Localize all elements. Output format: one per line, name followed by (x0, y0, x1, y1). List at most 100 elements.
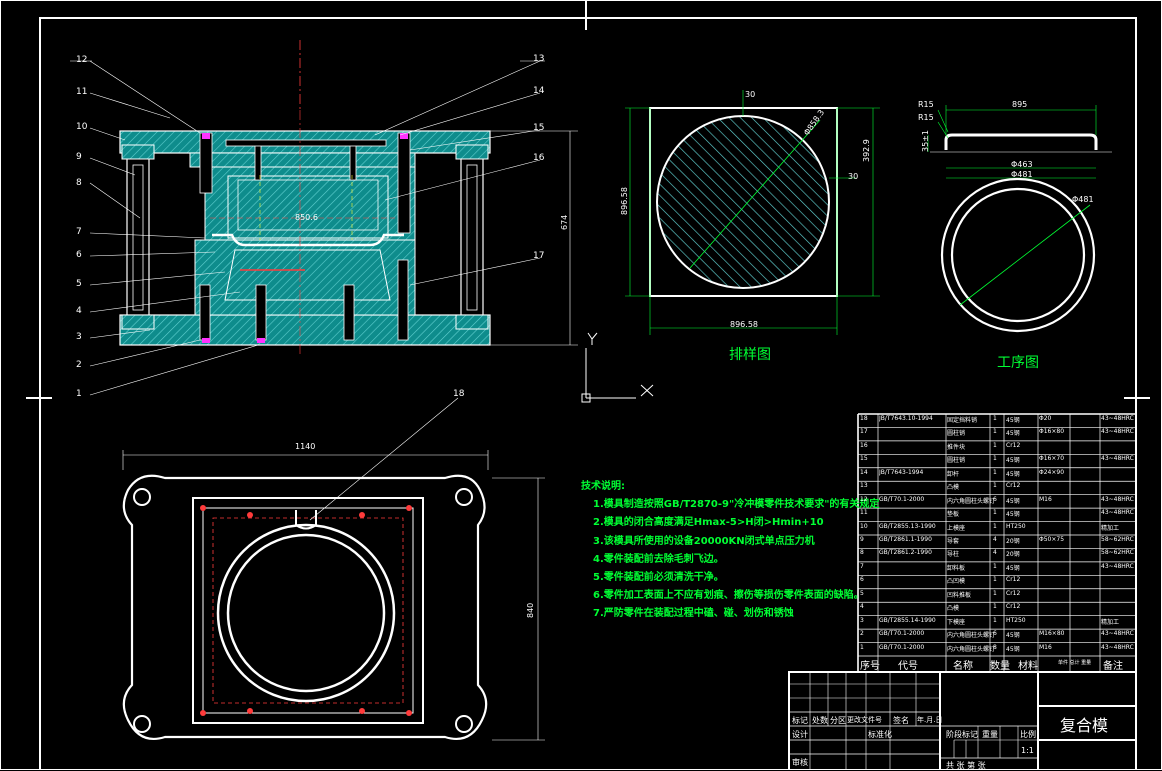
tb-change-doc: 更改文件号 (847, 716, 882, 724)
callout-3: 3 (76, 332, 82, 342)
callout-16: 16 (533, 153, 545, 163)
dim-part-h: 35±1 (921, 130, 930, 152)
bom-cell-seq: 3 (860, 616, 864, 624)
bom-cell-mat: Cr12 (1006, 589, 1021, 597)
bom-cell-remark: 精加工 (1101, 618, 1120, 626)
die-plan-view (122, 397, 545, 741)
bom-cell-code: GB/T70.1-2000 (879, 643, 925, 651)
bom-cell-mat: Cr12 (1006, 576, 1021, 584)
callout-2: 2 (76, 360, 82, 370)
tech-note-item: 2.模具的闭合高度满足Hmax-5>H闭>Hmin+10 (593, 517, 824, 529)
bom-cell-mat: 20钢 (1006, 551, 1020, 559)
tb-scale-value: 1:1 (1021, 746, 1034, 755)
bom-cell-name: 卸料板 (947, 564, 966, 572)
bom-cell-w: Φ20 (1039, 415, 1052, 422)
bom-cell-qty: 1 (993, 441, 997, 449)
bom-cell-name: 垫板 (947, 511, 960, 519)
bom-cell-code: GB/T70.1-2000 (879, 495, 925, 503)
bom-cell-qty: 4 (993, 536, 997, 543)
dim-strip: 392.9 (862, 139, 871, 162)
callout-6: 6 (76, 250, 82, 260)
tb-design: 设计 (792, 730, 808, 739)
tech-note-item: 5.零件装配前必须清洗干净。 (593, 572, 724, 584)
bom-cell-qty: 1 (993, 468, 997, 476)
bom-cell-w: Φ24×90 (1039, 468, 1065, 476)
dim-part-d3: Φ481 (1072, 195, 1094, 204)
bom-cell-seq: 11 (860, 509, 868, 517)
bom-cell-mat: 45钢 (1006, 457, 1020, 465)
tech-note-item: 6.零件加工表面上不应有划痕、擦伤等损伤零件表面的缺陷。 (593, 590, 864, 602)
tb-scale: 比例 (1020, 730, 1036, 739)
dim-section-label: 850.6 (295, 213, 318, 222)
tech-note-item: 4.零件装配前去除毛刺飞边。 (593, 553, 724, 565)
caption-layout: 排样图 (729, 347, 771, 363)
bom-cell-qty: 4 (993, 549, 997, 557)
tb-date: 年.月.日 (917, 716, 943, 724)
tech-note-item: 7.严防零件在装配过程中磕、碰、划伤和锈蚀 (593, 608, 794, 620)
tech-notes-title: 技术说明: (581, 481, 625, 492)
bom-cell-seq: 15 (860, 455, 868, 463)
bom-cell-name: 内六角圆柱头螺钉 (947, 497, 996, 505)
tech-note-item: 3.该模具所使用的设备20000KN闭式单点压力机 (593, 535, 815, 547)
bom-cell-qty: 1 (993, 576, 997, 584)
bom-cell-seq: 1 (860, 643, 864, 651)
bom-cell-remark: 精加工 (1101, 524, 1120, 532)
bom-cell-qty: 1 (993, 482, 997, 490)
bom-cell-name: 固定挡料销 (947, 417, 978, 424)
bom-cell-mat: 45钢 (1006, 430, 1020, 438)
bom-cell-mat: 45钢 (1006, 632, 1020, 640)
tb-stage: 阶段标记 (946, 730, 978, 739)
dim-840: 840 (526, 602, 535, 618)
bom-cell-name: 导柱 (947, 551, 960, 559)
bom-cell-mat: 45钢 (1006, 417, 1020, 424)
callout-8: 8 (76, 178, 82, 188)
bom-head-qty: 数量 (990, 661, 1010, 672)
bom-cell-code: GB/T2861.1-1990 (879, 536, 932, 543)
dim-part-width: 895 (1012, 100, 1028, 109)
bom-head-code: 代号 (898, 661, 918, 672)
bom-cell-remark: 43~48HRC (1101, 495, 1134, 503)
bom-cell-w: Φ50×75 (1039, 536, 1065, 543)
bom-cell-seq: 6 (860, 576, 864, 584)
bom-cell-remark: 43~48HRC (1101, 509, 1134, 517)
dim-part-r15b: R15 (918, 113, 934, 122)
bom-cell-remark: 43~48HRC (1101, 455, 1134, 463)
bom-cell-qty: 1 (993, 428, 997, 436)
bom-cell-mat: Cr12 (1006, 603, 1021, 611)
bom-cell-seq: 12 (860, 495, 868, 503)
bom-cell-mat: Cr12 (1006, 482, 1021, 490)
bom-cell-seq: 17 (860, 428, 868, 436)
bom-cell-w: M16 (1039, 643, 1052, 651)
bom-cell-qty: 1 (993, 415, 997, 422)
bom-cell-remark: 43~48HRC (1101, 428, 1134, 436)
die-section-view (70, 40, 578, 396)
bom-cell-qty: 6 (993, 495, 997, 503)
bom-cell-name: 凹料推板 (947, 591, 972, 599)
bom-cell-mat: 45钢 (1006, 497, 1020, 505)
bom-cell-name: 圆柱销 (947, 457, 966, 465)
bom-cell-qty: 1 (993, 616, 997, 624)
tb-standard: 标准化 (868, 730, 892, 739)
bom-cell-name: 内六角圆柱头螺钉 (947, 632, 996, 640)
bom-cell-remark: 58~62HRC (1101, 549, 1134, 557)
bom-cell-w: M16×80 (1039, 630, 1065, 638)
bom-cell-seq: 7 (860, 562, 864, 570)
technical-notes: 技术说明: 1.模具制造按照GB/T2870-9"冷冲模零件技术要求"的有关规定… (581, 478, 881, 624)
dim-part-d1: Φ463 (1011, 160, 1033, 169)
caption-process: 工序图 (997, 355, 1039, 371)
bom-cell-seq: 4 (860, 603, 864, 611)
tb-weight: 重量 (982, 730, 998, 739)
bom-head-name: 名称 (953, 661, 973, 672)
